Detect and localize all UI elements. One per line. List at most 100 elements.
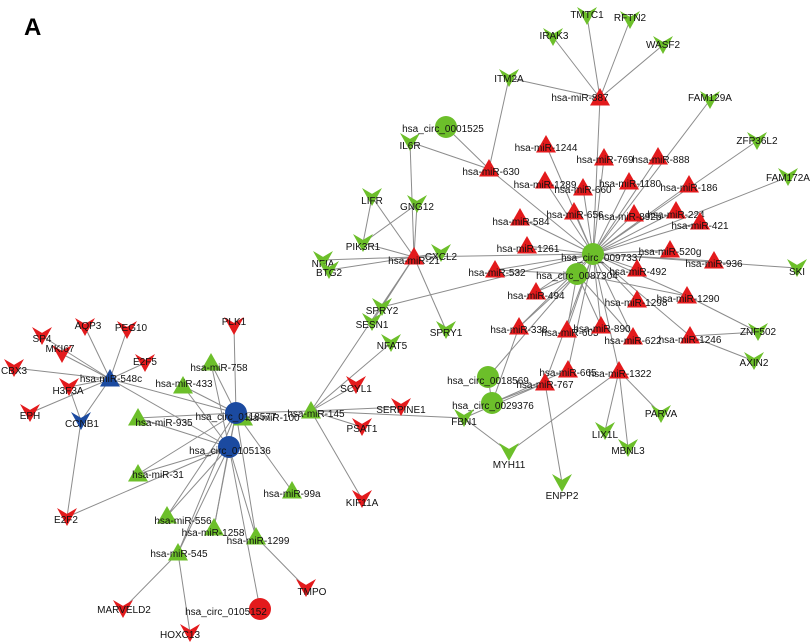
node-btg2[interactable]: BTG2 <box>316 261 343 279</box>
node-mir936[interactable]: hsa-miR-936 <box>685 251 743 270</box>
node-scyl1[interactable]: SCYL1 <box>340 376 372 395</box>
node-fbn1[interactable]: FBN1 <box>451 409 477 428</box>
node-mir494[interactable]: hsa-miR-494 <box>507 282 565 302</box>
node-mir1289[interactable]: hsa-miR-1289 <box>514 171 577 191</box>
node-mir338[interactable]: hsa-miR-338 <box>490 317 548 336</box>
node-parva[interactable]: PARVA <box>645 405 678 423</box>
node-mir758[interactable]: hsa-miR-758 <box>190 353 248 374</box>
node-mir584[interactable]: hsa-miR-584 <box>492 208 550 228</box>
node-c0001525[interactable]: hsa_circ_0001525 <box>402 116 484 138</box>
node-mir145[interactable]: hsa-miR-145 <box>287 401 345 420</box>
node-tmpo[interactable]: TMPO <box>296 579 327 598</box>
node-lix1l[interactable]: LIX1L <box>592 422 619 441</box>
node-mir767[interactable]: hsa-miR-767 <box>516 373 574 391</box>
node-mir186[interactable]: hsa-miR-186 <box>660 175 718 194</box>
mrna-vee-icon <box>747 132 767 150</box>
node-mir892b[interactable]: hsa-miR-892b <box>599 204 662 223</box>
node-mir656[interactable]: hsa-miR-656 <box>546 202 604 221</box>
node-marveld2[interactable]: MARVELD2 <box>97 600 151 618</box>
node-c0018569[interactable]: hsa_circ_0018569 <box>447 366 529 388</box>
node-il6r[interactable]: IL6R <box>399 133 421 152</box>
node-znf502[interactable]: ZNF502 <box>740 323 777 341</box>
node-enpp2[interactable]: ENPP2 <box>546 474 579 502</box>
node-epl[interactable]: EPH <box>20 404 41 422</box>
node-sp4[interactable]: SP4 <box>32 327 52 345</box>
node-c0105152[interactable]: hsa_circ_0105152 <box>185 598 271 620</box>
node-mir556[interactable]: hsa-miR-556 <box>154 506 212 527</box>
node-mir1299[interactable]: hsa-miR-1299 <box>227 527 290 547</box>
node-mir1261[interactable]: hsa-miR-1261 <box>497 236 560 255</box>
node-spry2[interactable]: SPRY2 <box>366 298 399 317</box>
node-mir1290[interactable]: hsa-miR-1290 <box>657 286 720 305</box>
node-c0097337[interactable]: hsa_circ_0097337 <box>561 243 643 265</box>
node-mir605[interactable]: hsa-miR-605 <box>541 320 599 339</box>
edge-mir145-serpine1 <box>310 406 402 412</box>
node-mir433[interactable]: hsa-miR-433 <box>155 376 213 394</box>
node-spry1[interactable]: SPRY1 <box>430 321 463 339</box>
node-ski[interactable]: SKI <box>787 259 807 278</box>
node-mir31[interactable]: hsa-miR-31 <box>128 464 184 482</box>
node-mir1180[interactable]: hsa-miR-1180 <box>599 172 661 190</box>
node-irak3[interactable]: IRAK3 <box>540 28 569 46</box>
node-hoxc13[interactable]: HOXC13 <box>160 624 200 642</box>
node-mki67[interactable]: MKI67 <box>46 344 75 363</box>
node-mir660[interactable]: hsa-miR-660 <box>554 178 612 196</box>
node-fam129a[interactable]: FAM129A <box>688 91 732 109</box>
node-mir224[interactable]: hsa-miR-224 <box>647 201 705 221</box>
node-mir520g[interactable]: hsa-miR-520g <box>639 240 702 258</box>
node-nfat5[interactable]: NFAT5 <box>377 334 408 352</box>
node-aqp3[interactable]: AQP3 <box>75 318 102 336</box>
node-mir421[interactable]: hsa-miR-421 <box>671 212 729 232</box>
node-mir935[interactable]: hsa-miR-935 <box>128 408 193 429</box>
node-pik3r1[interactable]: PIK3R1 <box>346 234 381 253</box>
node-mir532[interactable]: hsa-miR-532 <box>468 260 526 279</box>
node-mbnl3[interactable]: MBNL3 <box>611 439 645 457</box>
node-c0029376[interactable]: hsa_circ_0029376 <box>452 392 534 414</box>
node-c0105136[interactable]: hsa_circ_0105136 <box>189 436 271 458</box>
node-mir630[interactable]: hsa-miR-630 <box>462 159 520 178</box>
node-mir21[interactable]: hsa-miR-21 <box>388 247 440 267</box>
node-zfp36l2[interactable]: ZFP36L2 <box>736 132 778 150</box>
node-lifr[interactable]: LIFR <box>361 188 383 207</box>
node-e2f2[interactable]: E2F2 <box>54 508 78 526</box>
node-rftn2[interactable]: RFTN2 <box>614 11 647 29</box>
node-itm2a[interactable]: ITM2A <box>494 69 524 87</box>
node-cxcl2[interactable]: CXCL2 <box>425 244 458 263</box>
node-mir769[interactable]: hsa-miR-769 <box>576 148 634 166</box>
node-gng12[interactable]: GNG12 <box>400 195 434 213</box>
node-mir1298[interactable]: hsa-miR-1298 <box>605 290 668 309</box>
node-mir622[interactable]: hsa-miR-622 <box>604 327 662 347</box>
node-psat1[interactable]: PSAT1 <box>347 418 378 436</box>
node-c0087304[interactable]: hsa_circ_0087304 <box>536 263 618 285</box>
node-kif11a[interactable]: KIF11A <box>346 490 379 509</box>
node-mir887[interactable]: hsa-miR-887 <box>551 88 610 106</box>
node-ccnb1[interactable]: CCNB1 <box>65 412 99 430</box>
node-cbx3[interactable]: CBX3 <box>1 359 28 377</box>
node-wasf2[interactable]: WASF2 <box>646 36 681 54</box>
node-myh11[interactable]: MYH11 <box>493 443 526 471</box>
node-plk1[interactable]: PLK1 <box>222 317 247 335</box>
node-mir545[interactable]: hsa-miR-545 <box>150 543 208 561</box>
node-e2f5[interactable]: E2F5 <box>133 354 157 372</box>
node-tmtc1[interactable]: TMTC1 <box>570 7 604 25</box>
node-mir492[interactable]: hsa-miR-492 <box>609 259 667 278</box>
node-mir548c[interactable]: hsa-miR-548c <box>80 369 142 387</box>
node-mir888[interactable]: hsa-miR-888 <box>632 147 690 166</box>
node-axin2[interactable]: AXIN2 <box>740 352 769 370</box>
mirna-triangle-icon <box>627 290 647 308</box>
node-mir1244[interactable]: hsa-miR-1244 <box>515 135 578 154</box>
node-h3f3a[interactable]: H3F3A <box>52 378 84 397</box>
edge-c0097337-mir520g <box>592 249 671 255</box>
node-sesn1[interactable]: SESN1 <box>356 313 389 331</box>
node-mir1322[interactable]: hsa-miR-1322 <box>589 361 652 380</box>
node-mir99a[interactable]: hsa-miR-99a <box>263 481 321 500</box>
node-fam172a[interactable]: FAM172A <box>766 168 810 186</box>
node-mir1246[interactable]: hsa-miR-1246 <box>659 326 722 346</box>
node-mir1258[interactable]: hsa-miR-1258 <box>182 518 245 539</box>
node-peg10[interactable]: PEG10 <box>115 321 148 339</box>
node-mir665[interactable]: hsa-miR-665 <box>539 360 597 379</box>
node-c0118577[interactable]: hsa_circ_0118577 <box>196 402 277 424</box>
node-serpine1[interactable]: SERPINE1 <box>376 398 426 416</box>
node-mir890[interactable]: hsa-miR-890 <box>573 316 631 335</box>
edge-mir887-itm2a <box>508 77 601 99</box>
